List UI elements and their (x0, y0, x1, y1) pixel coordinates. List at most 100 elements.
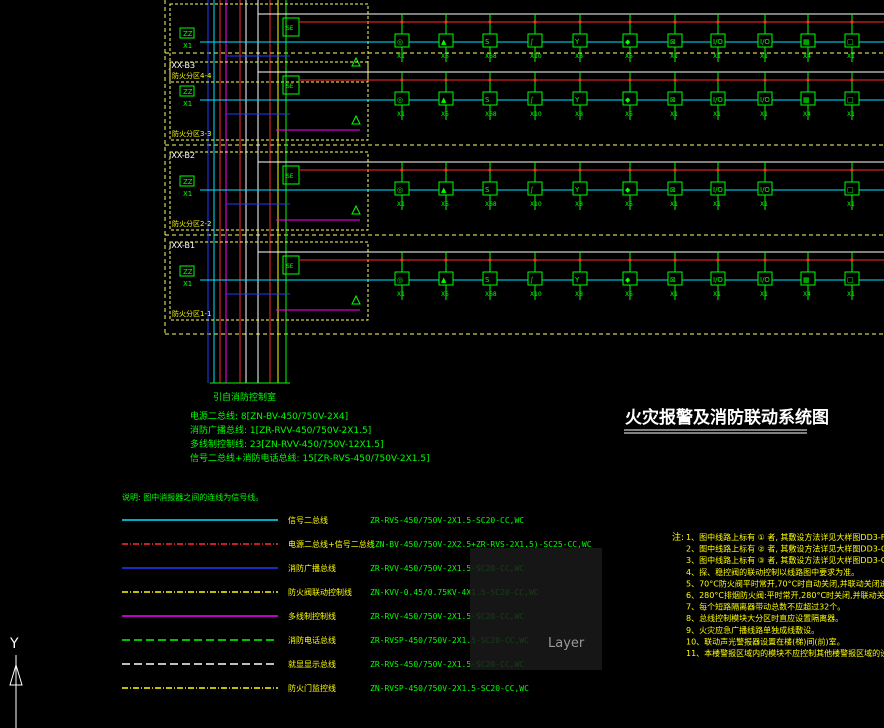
device-symbol-box (622, 181, 638, 196)
io-module (282, 17, 300, 37)
device-symbol-box (394, 91, 410, 106)
device-glyph: ▲ (441, 186, 447, 194)
device-symbol-box (800, 33, 816, 48)
legend-line-name: 消防广播总线 (288, 563, 336, 573)
legend-line-name: 防火阀联动控制线 (288, 587, 352, 597)
device-code-label: X1 (847, 201, 855, 208)
device-symbol-box (622, 271, 638, 286)
junction-dot (763, 168, 767, 172)
legend-line-name: 信号二总线 (288, 515, 328, 525)
device-code-label: X1 (760, 53, 768, 60)
bus-note: 电源二总线: 8[ZN-BV-450/750V-2X4] (190, 410, 348, 422)
device-code-label: X1 (397, 201, 405, 208)
device-symbol-box (710, 91, 726, 106)
device-symbol-box (710, 33, 726, 48)
device-glyph: I/O (760, 96, 770, 104)
junction-dot (628, 78, 632, 82)
module-label: ZZ (183, 30, 193, 38)
device-code-label: X1 (713, 201, 721, 208)
legend-line-name: 多线制控制线 (288, 611, 336, 621)
device-symbol-box (844, 181, 860, 196)
junction-dot (488, 78, 492, 82)
device-code-label: X5 (625, 291, 633, 298)
device-glyph: I/O (760, 38, 770, 46)
device-glyph: ⊠ (670, 96, 676, 104)
junction-dot (488, 258, 492, 262)
junction-dot (400, 168, 404, 172)
bus-note: 多线制控制线: 23[ZN-RVV-450/750V-12X1.5] (190, 438, 384, 450)
device-symbol-box (482, 271, 498, 286)
device-glyph: I/O (760, 276, 770, 284)
io-module (282, 75, 300, 95)
device-code-label: X1 (713, 53, 721, 60)
device-glyph: ▲ (441, 38, 447, 46)
device-code-label: X8 (575, 53, 583, 60)
device-symbol-box (757, 33, 773, 48)
drawing-title: 火灾报警及消防联动系统图 (625, 407, 829, 428)
junction-dot (533, 168, 537, 172)
device-glyph: ⊠ (670, 38, 676, 46)
junction-dot (488, 20, 492, 24)
device-glyph: ◎ (397, 96, 403, 104)
zone-label: 防火分区3-3 (172, 129, 211, 138)
device-symbol-box (572, 181, 588, 196)
device-symbol-box (438, 33, 454, 48)
module-label: ZZ (183, 88, 193, 96)
device-glyph: ▲ (441, 96, 447, 104)
junction-dot (763, 258, 767, 262)
device-code-label: X5 (625, 53, 633, 60)
junction-dot (806, 258, 810, 262)
device-glyph: I/O (713, 276, 723, 284)
device-symbol-box (710, 181, 726, 196)
junction-box-label: JXX-B1 (168, 241, 195, 250)
junction-dot (533, 20, 537, 24)
device-glyph: ▲ (441, 276, 447, 284)
device-symbol-box (438, 271, 454, 286)
zone-panel-box (169, 61, 369, 141)
junction-dot (673, 168, 677, 172)
legend-line-spec: ZR-RVV-450/750V-2X1.5-SC20-CC,WC (370, 612, 524, 621)
device-symbol-box (394, 33, 410, 48)
alarm-icon (351, 294, 361, 305)
module-box (179, 85, 195, 97)
module-box (179, 175, 195, 187)
device-code-label: X1 (847, 111, 855, 118)
device-code-label: X5 (441, 291, 449, 298)
device-glyph: ▦ (803, 276, 810, 284)
device-symbol-box (667, 181, 683, 196)
device-code-label: X68 (485, 201, 497, 208)
device-code-label: X1 (760, 201, 768, 208)
floor-rows: 防火分区4-4ZZX1SE◎X1▲X5SX68∫X10YX8◆X5⊠X1I/OX… (169, 3, 884, 321)
device-glyph: □ (847, 276, 854, 284)
device-symbol-box (757, 271, 773, 286)
device-glyph: ∫ (530, 96, 534, 104)
note-line: 5、70°C防火阀平时常开,70°C时自动关闭,并联动关闭进风 (686, 578, 884, 588)
device-glyph: ◎ (397, 38, 403, 46)
device-code-label: X1 (397, 291, 405, 298)
device-glyph: □ (847, 186, 854, 194)
device-code-label: X68 (485, 111, 497, 118)
device-symbol-box (844, 33, 860, 48)
device-symbol-box (482, 181, 498, 196)
note-line: 6、280°C排烟防火阀:平时常开,280°C时关闭,并联动关闭排烟 (686, 590, 884, 600)
note-line: 1、图中线路上标有 ① 者, 其敷设方法详见大样图DD3-F< (686, 532, 884, 542)
device-glyph: ⊠ (670, 276, 676, 284)
device-symbol-box (710, 271, 726, 286)
junction-dot (444, 258, 448, 262)
device-symbol-box (844, 91, 860, 106)
device-symbol-box (438, 181, 454, 196)
device-code-label: X4 (803, 291, 811, 298)
device-symbol-box (667, 271, 683, 286)
junction-dot (850, 78, 854, 82)
module-label: ZZ (183, 268, 193, 276)
legend-line-spec: ZN-RVSP-450/750V-2X1.5-SC20-CC,WC (370, 684, 529, 693)
device-glyph: ▦ (803, 38, 810, 46)
junction-dot (578, 258, 582, 262)
bus-note: 信号二总线+消防电话总线: 15[ZR-RVS-450/750V-2X1.5] (190, 452, 430, 464)
device-glyph: Y (574, 38, 580, 46)
junction-dot (763, 20, 767, 24)
device-code-label: X1 (713, 111, 721, 118)
device-code-label: X5 (625, 111, 633, 118)
module-label: ZZ (183, 178, 193, 186)
